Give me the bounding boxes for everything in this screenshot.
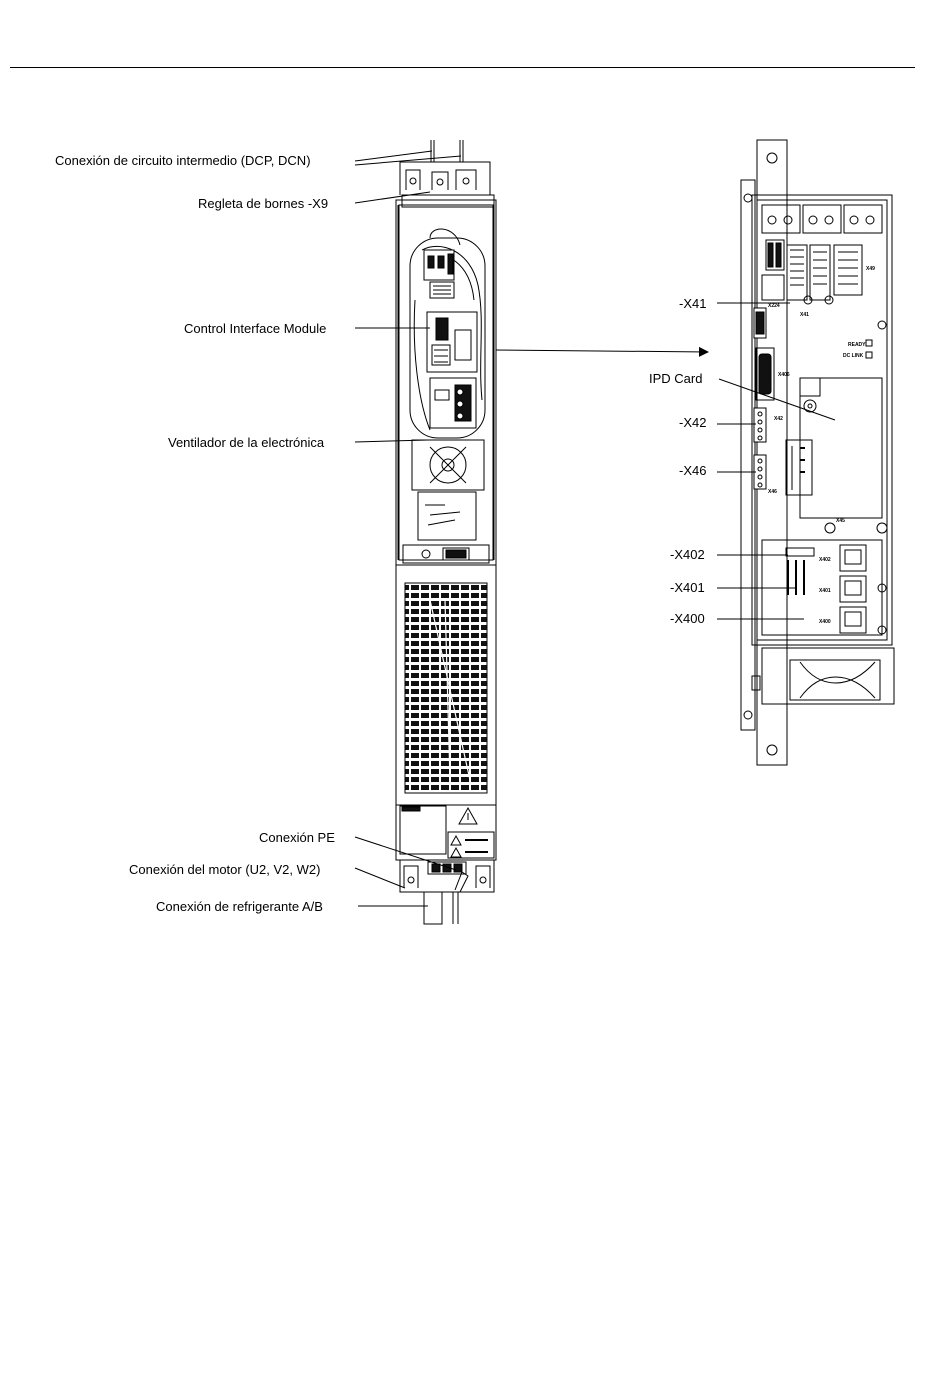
coolant-connection <box>424 892 442 924</box>
detail-arrow <box>496 350 708 352</box>
mark-x42: X42 <box>774 416 783 422</box>
ethernet-port-x402[interactable] <box>840 545 866 571</box>
mark-x46: X46 <box>768 489 777 495</box>
dc-link-busbars <box>431 140 463 162</box>
ethernet-port-x400[interactable] <box>840 607 866 633</box>
right-leader-lines <box>717 303 835 619</box>
mark-x401: X401 <box>819 588 831 594</box>
mark-x406: X406 <box>778 372 790 378</box>
mark-x224: X224 <box>768 303 780 309</box>
mark-x41: X41 <box>800 312 809 318</box>
connector-x42 <box>754 408 766 442</box>
mark-ready: READY <box>848 342 866 348</box>
detail-fan-assembly <box>762 648 894 704</box>
connector-x41-block <box>787 245 807 300</box>
ethernet-port-x401[interactable] <box>840 576 866 602</box>
pe-connection <box>455 872 468 892</box>
control-detail-view <box>741 140 894 765</box>
power-module-front-view <box>396 140 496 924</box>
mark-x49: X49 <box>866 266 875 272</box>
mark-dc-link: DC LINK <box>843 353 864 359</box>
mark-x45: X45 <box>836 518 845 524</box>
mark-x400: X400 <box>819 619 831 625</box>
control-interface-module <box>427 312 477 372</box>
mark-x402: X402 <box>819 557 831 563</box>
